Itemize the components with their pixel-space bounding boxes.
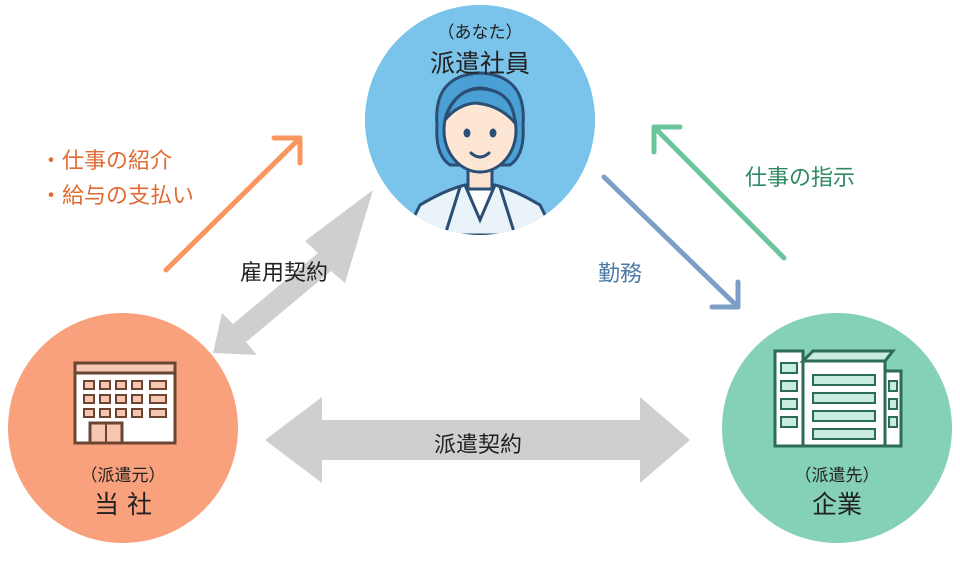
company-subtitle: （派遣元） bbox=[80, 466, 166, 486]
client-subtitle: （派遣先） bbox=[794, 466, 880, 486]
employee-title: 派遣社員 bbox=[429, 49, 531, 78]
dispatch-contract-label: 派遣契約 bbox=[433, 433, 523, 458]
instructions-label: 仕事の指示 bbox=[745, 166, 856, 191]
instructions-arrow bbox=[651, 124, 787, 261]
service-item-salary: ・給与の支払い bbox=[40, 184, 195, 209]
work-label: 勤務 bbox=[598, 262, 643, 287]
person-icon bbox=[403, 71, 557, 235]
employee-node bbox=[365, 5, 595, 235]
dispatch-contract-arrow bbox=[265, 397, 690, 483]
employment-contract-label: 雇用契約 bbox=[240, 261, 329, 286]
orange-arrow bbox=[163, 135, 303, 273]
employee-subtitle: （あなた） bbox=[437, 23, 523, 43]
client-title: 企業 bbox=[811, 490, 863, 519]
company-title: 当 社 bbox=[94, 490, 152, 519]
service-item-introduction: ・仕事の紹介 bbox=[40, 149, 173, 174]
office-building-icon bbox=[773, 349, 903, 448]
client-node bbox=[722, 313, 952, 543]
building-icon bbox=[73, 361, 177, 445]
company-node bbox=[8, 313, 238, 543]
employment-contract-arrow bbox=[213, 190, 373, 355]
work-arrow bbox=[601, 174, 741, 310]
